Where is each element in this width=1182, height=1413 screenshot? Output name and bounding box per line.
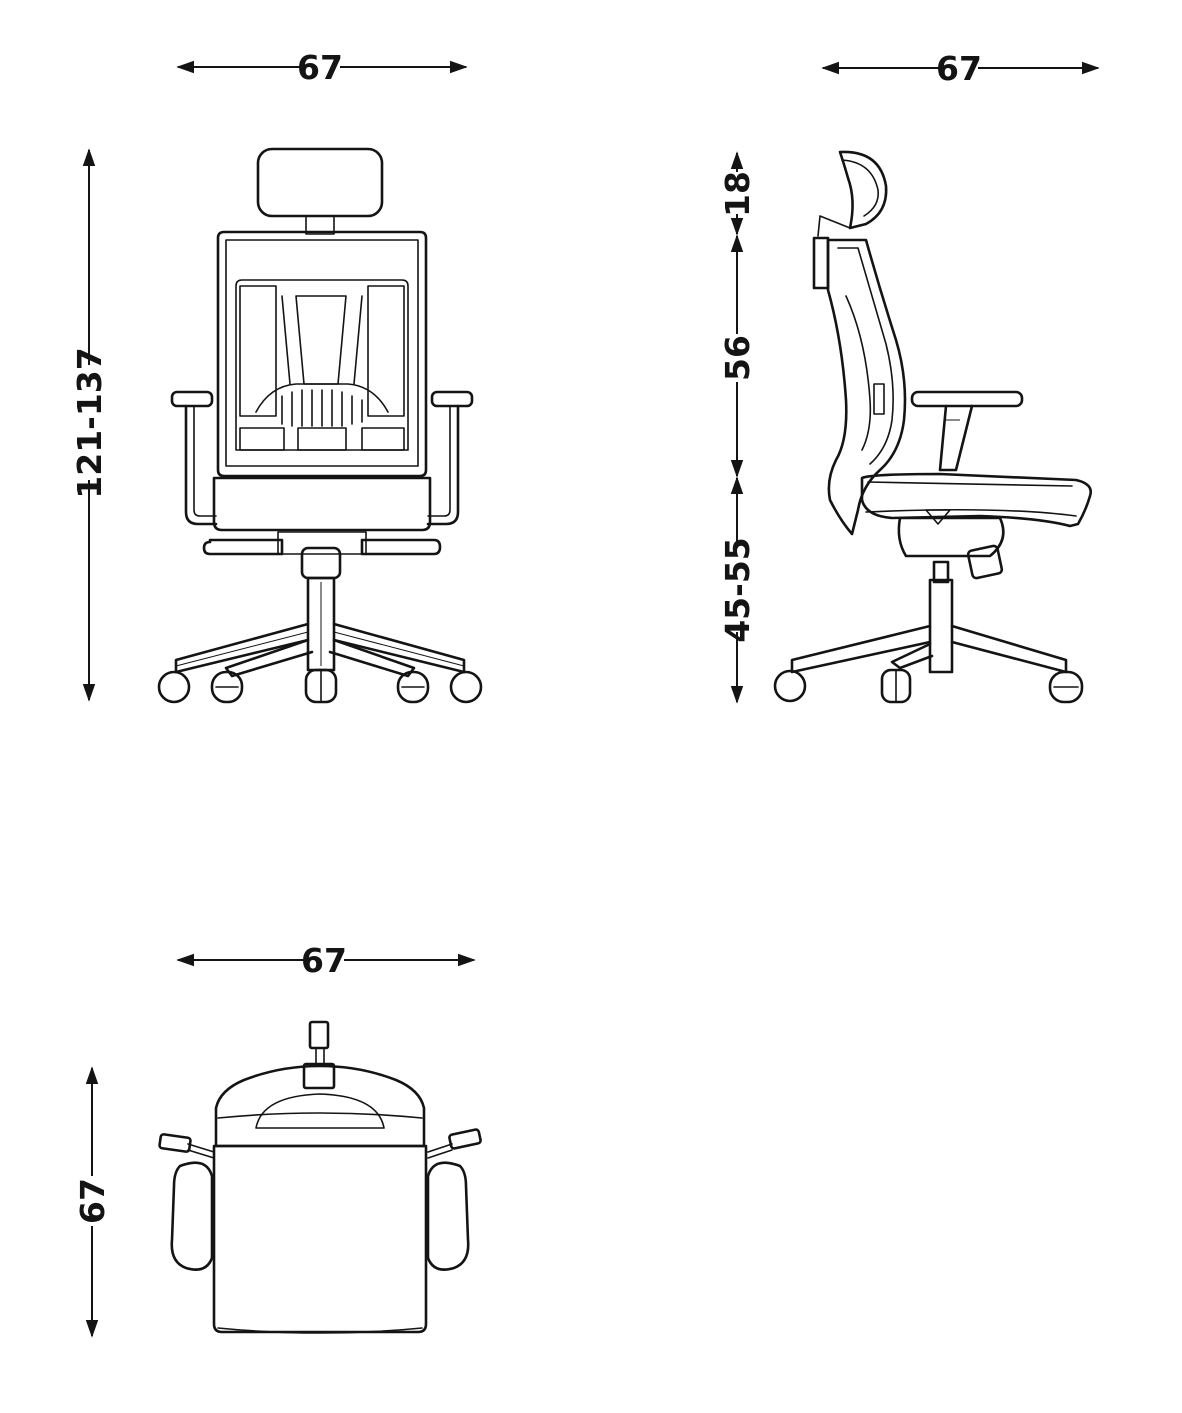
top-width-label: 67 <box>301 941 347 980</box>
front-height-label: 121-137 <box>70 347 109 498</box>
front-width-label: 67 <box>297 48 343 87</box>
top-width-dimension: 67 <box>176 941 476 980</box>
top-chair-drawing <box>158 1020 482 1334</box>
side-depth-dimension: 67 <box>821 49 1100 88</box>
side-vertical-dimensions: 18 56 45-55 <box>718 151 757 704</box>
side-headrest-label: 18 <box>718 171 757 217</box>
side-chair-drawing <box>773 150 1092 704</box>
side-backrest-label: 56 <box>718 335 757 381</box>
top-view: 67 67 <box>73 941 482 1338</box>
side-depth-label: 67 <box>936 49 982 88</box>
front-view: 67 121-137 <box>70 48 483 704</box>
front-width-dimension: 67 <box>176 48 468 87</box>
front-chair-drawing <box>157 147 483 704</box>
top-depth-label: 67 <box>73 1178 112 1224</box>
side-view: 67 18 56 45-55 <box>718 49 1100 704</box>
side-seat-height-label: 45-55 <box>718 537 757 643</box>
top-depth-dimension: 67 <box>73 1066 112 1338</box>
front-height-dimension: 121-137 <box>70 148 109 702</box>
